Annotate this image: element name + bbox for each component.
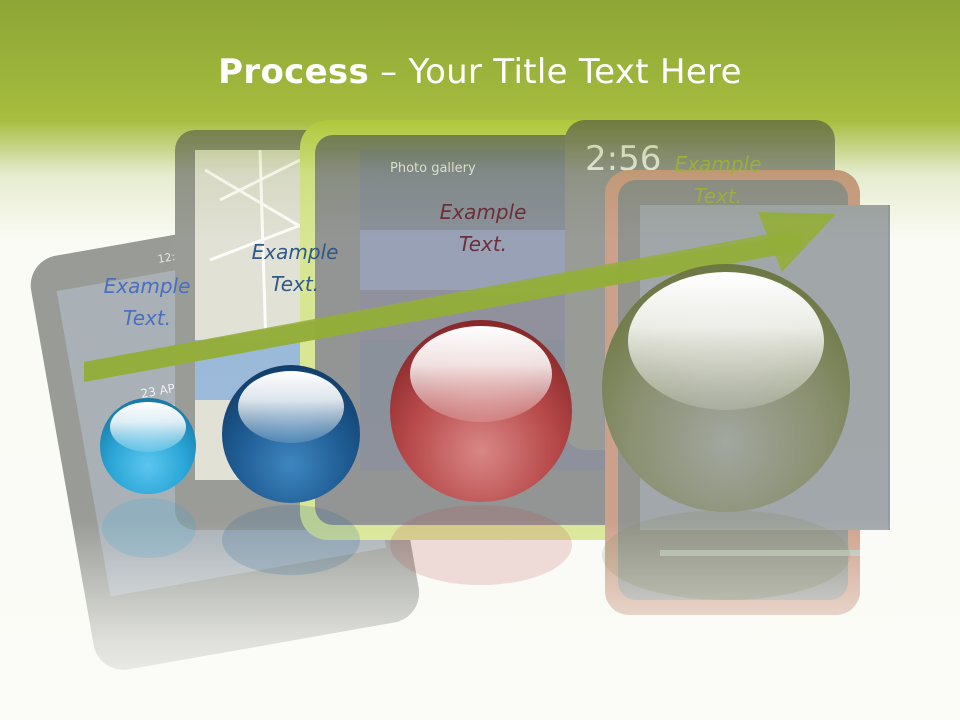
step-label-2: Example Text.	[215, 236, 375, 300]
sphere-2-reflection	[222, 505, 360, 575]
step-label-3-line2: Text.	[458, 232, 508, 256]
step-label-3-line1: Example	[439, 200, 527, 224]
sphere-2	[222, 365, 360, 503]
step-label-4-line2: Text.	[693, 184, 743, 208]
step-label-2-line1: Example	[251, 240, 339, 264]
step-label-3: Example Text.	[403, 196, 563, 260]
phone-gallery-text: Photo gallery	[390, 161, 476, 176]
step-label-2-line2: Text.	[270, 272, 320, 296]
step-label-1-line1: Example	[103, 274, 191, 298]
sphere-4	[602, 264, 850, 512]
title-bold: Process	[218, 52, 370, 92]
step-label-4-line1: Example	[674, 152, 762, 176]
sphere-1	[100, 398, 196, 494]
title-rest: – Your Title Text Here	[369, 52, 742, 92]
sphere-4-reflection	[602, 510, 850, 600]
fade-overlay	[0, 520, 960, 720]
step-label-1: Example Text.	[67, 270, 227, 334]
step-label-1-line2: Text.	[122, 306, 172, 330]
step-label-4: Example Text.	[638, 148, 798, 212]
sphere-1-reflection	[102, 498, 196, 558]
slide-title: Process – Your Title Text Here	[0, 52, 960, 92]
sphere-3-reflection	[390, 505, 572, 585]
sphere-3	[390, 320, 572, 502]
